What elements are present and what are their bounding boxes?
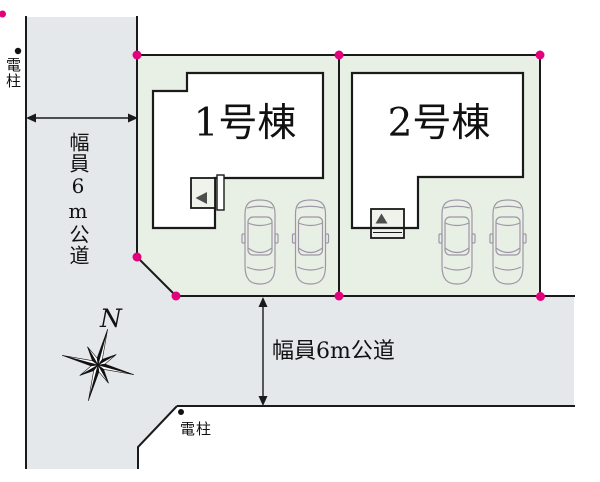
- boundary-point: [536, 292, 545, 301]
- building-1-entrance-wall: [216, 174, 225, 211]
- boundary-point: [535, 50, 545, 60]
- utility-pole-top-dot: [14, 47, 22, 55]
- utility-pole-bottom-label: 電柱: [180, 420, 213, 438]
- building-2-label: 2号棟: [387, 101, 491, 146]
- building-2-outline: [350, 71, 525, 230]
- building-1-label: 1号棟: [193, 101, 297, 146]
- boundary-point: [132, 252, 142, 262]
- road-width-arrow-bottom: [258, 297, 268, 406]
- building-1-entrance-arrow-icon: [195, 192, 207, 204]
- utility-pole-bottom-dot: [178, 409, 184, 415]
- boundary-point: [132, 50, 142, 60]
- boundary-point: [334, 291, 344, 301]
- boundary-point: [0, 10, 6, 18]
- boundary-point: [334, 50, 344, 60]
- utility-pole-top-label: 電柱: [4, 57, 22, 89]
- road-width-arrow-left: [26, 113, 138, 123]
- road-left-width-label: 幅員6m公道: [66, 132, 90, 266]
- compass-north-label: N: [100, 304, 122, 333]
- boundary-points: [0, 10, 545, 301]
- road-surface: [27, 17, 574, 469]
- compass-rose-icon: [62, 329, 134, 401]
- building-2-entrance-arrow-icon: [375, 213, 388, 224]
- road-bottom-width-label: 幅員6m公道: [272, 339, 395, 364]
- boundary-point: [171, 291, 181, 301]
- building-1-porch: [190, 177, 216, 209]
